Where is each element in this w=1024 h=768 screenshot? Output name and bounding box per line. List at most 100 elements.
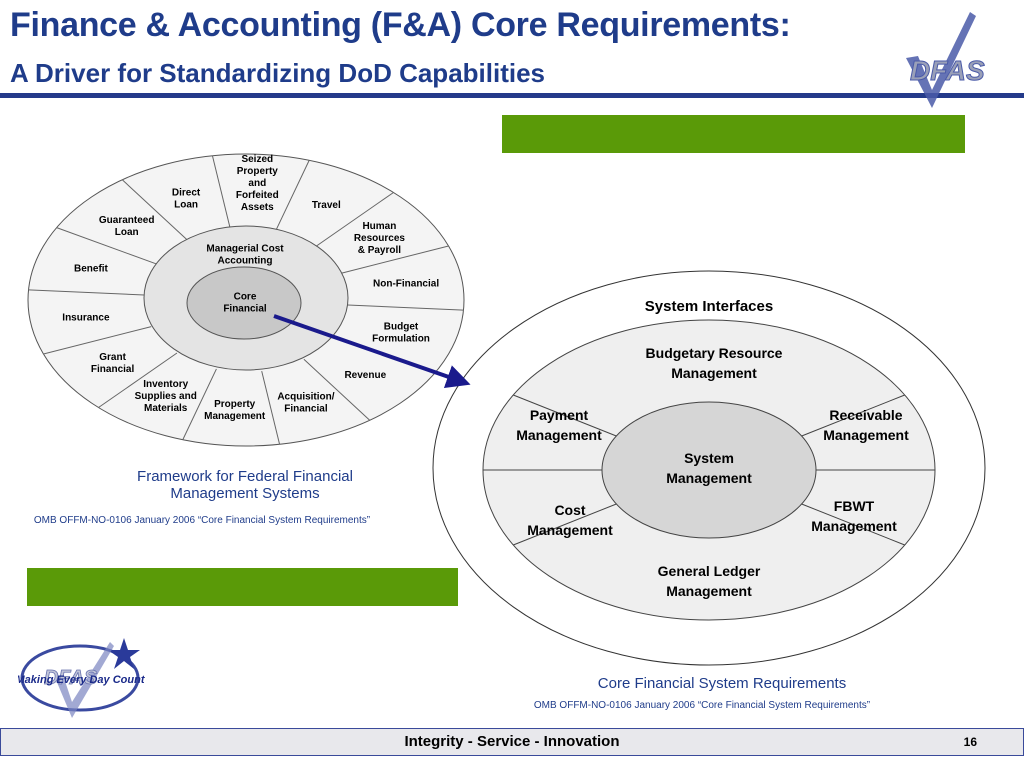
page-number: 16 (963, 735, 977, 749)
logo-checkmark-icon (56, 642, 114, 718)
core-financial-label-line: Financial (223, 304, 267, 315)
left-caption: Framework for Federal Financial Manageme… (80, 468, 410, 502)
left-segment-label-line: Formulation (372, 333, 430, 344)
left-segment-label-line: Benefit (74, 264, 109, 275)
managerial-cost-label-line: Accounting (218, 256, 273, 267)
left-divider-line (275, 160, 310, 232)
left-segment-label: Insurance (62, 312, 110, 323)
connector-arrow (273, 314, 471, 389)
system-interfaces-label: System Interfaces (645, 298, 773, 315)
right-segment-label-line: Management (666, 583, 752, 599)
left-caption-line1: Framework for Federal Financial (137, 468, 353, 485)
left-segment-label-line: Acquisition/ (277, 392, 334, 403)
left-segment-label-line: Guaranteed (99, 215, 155, 226)
title-rule (0, 93, 1024, 98)
left-segment-label-line: Direct (172, 187, 201, 198)
logo-text: Making Every Day Count (18, 674, 146, 686)
left-segment-label-line: Non-Financial (373, 279, 439, 290)
footer-bar: Integrity - Service - Innovation 16 (0, 728, 1024, 756)
left-segment-label-line: Insurance (62, 312, 110, 323)
right-segment-label-line: Budgetary Resource (646, 345, 783, 361)
dfas-logo-text: DFAS (910, 55, 985, 86)
right-caption: Core Financial System Requirements (597, 675, 847, 692)
footer-text: Integrity - Service - Innovation (404, 733, 620, 750)
star-icon (108, 638, 140, 669)
system-management-label-line: Management (666, 470, 752, 486)
right-segment-label-line: FBWT (834, 498, 875, 514)
slide-subtitle: A Driver for Standardizing DoD Capabilit… (10, 58, 546, 88)
left-segment-label-line: Budget (384, 321, 419, 332)
green-banner-top (502, 115, 965, 153)
left-segment-label-line: Travel (312, 200, 341, 211)
logo-letters: DFAS (44, 667, 98, 689)
right-segment-label-line: Management (527, 522, 613, 538)
left-segment-label-line: Revenue (344, 370, 386, 381)
left-segment-label-line: Inventory (143, 379, 188, 390)
left-segment-label: Non-Financial (373, 279, 439, 290)
dfas-header-logo: DFAS (906, 12, 986, 108)
left-segment-label: Revenue (344, 370, 386, 381)
right-divider-line (801, 394, 905, 437)
left-segment-label-line: Resources (354, 233, 406, 244)
left-segment-label-line: Loan (174, 199, 198, 210)
system-management-label-line: System (684, 450, 734, 466)
left-caption-line2: Management Systems (170, 485, 320, 502)
right-segment-label-line: Management (516, 427, 602, 443)
left-segment-label-line: Supplies and (135, 391, 197, 402)
right-segment-label-line: Management (823, 427, 909, 443)
left-segment-label-line: Management (204, 411, 266, 422)
left-segment-label-line: Property (214, 399, 256, 410)
managerial-cost-label-line: Managerial Cost (206, 244, 284, 255)
left-divider-line (340, 245, 449, 274)
core-financial-label-line: Core (234, 292, 257, 303)
left-segment-label-line: Human (362, 221, 396, 232)
right-source: OMB OFFM-NO-0106 January 2006 “Core Fina… (533, 700, 871, 711)
left-segment-label: Acquisition/Financial (277, 392, 334, 415)
left-segment-label-line: Materials (144, 403, 188, 414)
slide-title: Finance & Accounting (F&A) Core Requirem… (10, 6, 791, 44)
left-segment-label-line: Grant (99, 352, 126, 363)
left-divider-line (347, 304, 464, 311)
green-banner-bottom (27, 568, 458, 606)
left-divider-line (314, 192, 394, 248)
right-segment-label-line: Receivable (829, 407, 902, 423)
left-core (186, 266, 302, 340)
left-segment-label-line: Financial (91, 364, 135, 375)
right-ring-dividers (483, 394, 935, 546)
left-divider-line (121, 179, 189, 242)
left-segment-label: Travel (312, 200, 341, 211)
left-divider-line (211, 155, 231, 229)
left-segment-label-line: Financial (284, 404, 328, 415)
left-segment-label-line: & Payroll (358, 245, 402, 256)
right-divider-line (513, 394, 617, 437)
right-segment-label-line: Cost (554, 502, 585, 518)
checkmark-icon (906, 12, 976, 108)
right-core (601, 401, 817, 539)
right-segment-label-line: Payment (530, 407, 589, 423)
right-divider-line (513, 503, 617, 546)
